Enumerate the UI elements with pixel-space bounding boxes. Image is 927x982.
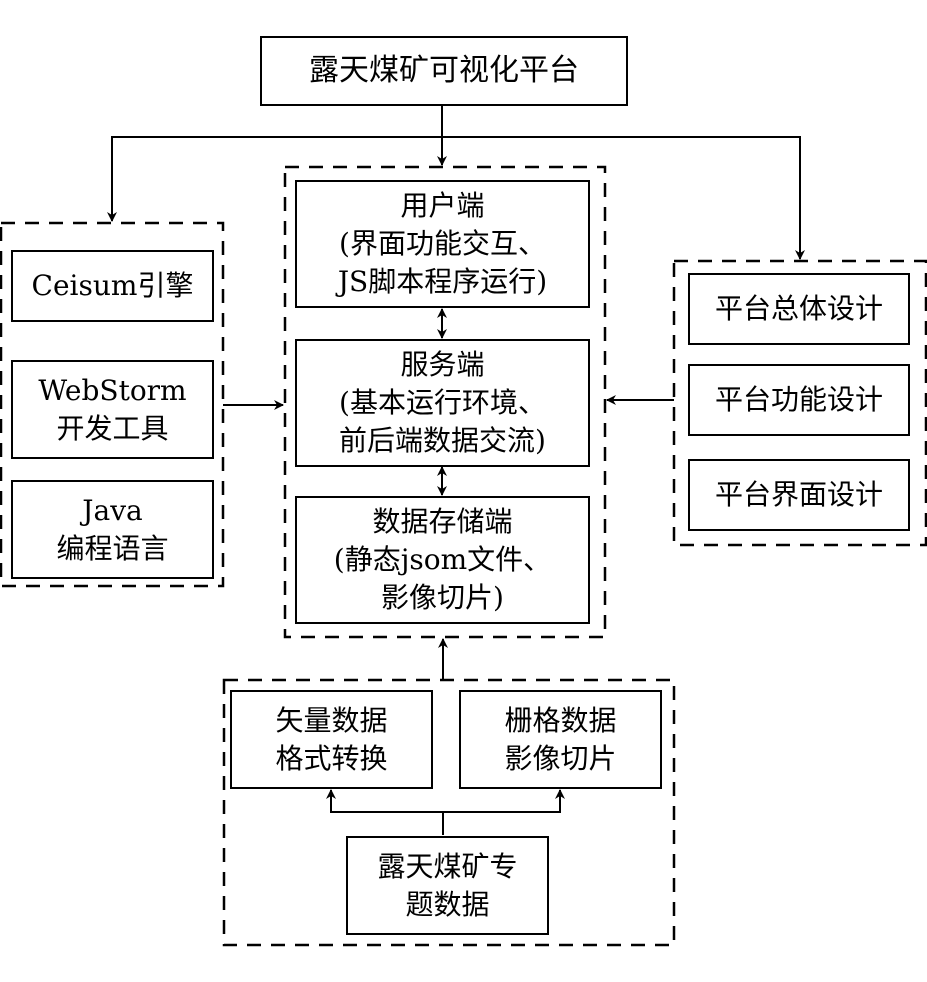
- overall-design-label: 平台总体设计: [714, 292, 883, 325]
- interface-design-label: 平台界面设计: [714, 478, 883, 511]
- vector-label-2: 格式转换: [275, 741, 388, 775]
- interface-design-box: 平台界面设计: [688, 459, 910, 531]
- client-detail-1: (界面功能交互、: [339, 227, 546, 260]
- java-box: Java 编程语言: [11, 480, 214, 579]
- client-detail-2: JS脚本程序运行): [337, 265, 548, 298]
- webstorm-label: WebStorm: [38, 373, 187, 407]
- server-title: 服务端: [400, 348, 485, 381]
- client-box: 用户端 (界面功能交互、 JS脚本程序运行): [295, 180, 590, 308]
- arrow-source-to-raster: [443, 789, 565, 813]
- server-detail-1: (基本运行环境、: [339, 386, 546, 419]
- raster-label-2: 影像切片: [504, 741, 617, 775]
- function-design-box: 平台功能设计: [688, 364, 910, 436]
- arrow-title-to-right: [442, 136, 805, 260]
- right-group-frame: [672, 259, 927, 547]
- center-group-frame: [283, 165, 607, 639]
- storage-title: 数据存储端: [372, 505, 513, 538]
- source-label-1: 露天煤矿专: [377, 849, 518, 883]
- webstorm-box: WebStorm 开发工具: [11, 360, 214, 459]
- client-title: 用户端: [400, 189, 485, 222]
- raster-label-1: 栅格数据: [504, 703, 617, 737]
- overall-design-box: 平台总体设计: [688, 273, 910, 345]
- title-label: 露天煤矿可视化平台: [309, 53, 579, 88]
- function-design-label: 平台功能设计: [714, 383, 883, 416]
- java-sub-label: 编程语言: [56, 531, 169, 565]
- server-box: 服务端 (基本运行环境、 前后端数据交流): [295, 339, 590, 467]
- ceisum-engine-label: Ceisum引擎: [31, 269, 194, 302]
- arrow-title-to-left: [107, 136, 442, 222]
- ceisum-engine-box: Ceisum引擎: [11, 250, 214, 322]
- storage-detail-2: 影像切片): [381, 581, 504, 614]
- source-label-2: 题数据: [405, 887, 490, 921]
- storage-box: 数据存储端 (静态jsom文件、 影像切片): [295, 496, 590, 624]
- vector-conversion-box: 矢量数据 格式转换: [230, 690, 433, 789]
- arrow-source-to-vector: [326, 789, 443, 813]
- vector-label-1: 矢量数据: [275, 703, 388, 737]
- storage-detail-1: (静态jsom文件、: [333, 543, 552, 576]
- server-detail-2: 前后端数据交流): [339, 424, 546, 457]
- bottom-group-frame: [222, 678, 676, 947]
- mine-thematic-data-box: 露天煤矿专 题数据: [346, 836, 549, 935]
- webstorm-sub-label: 开发工具: [56, 411, 169, 445]
- java-label: Java: [82, 493, 143, 527]
- left-group-frame: [0, 221, 225, 588]
- raster-tiling-box: 栅格数据 影像切片: [459, 690, 662, 789]
- title-box: 露天煤矿可视化平台: [260, 36, 628, 106]
